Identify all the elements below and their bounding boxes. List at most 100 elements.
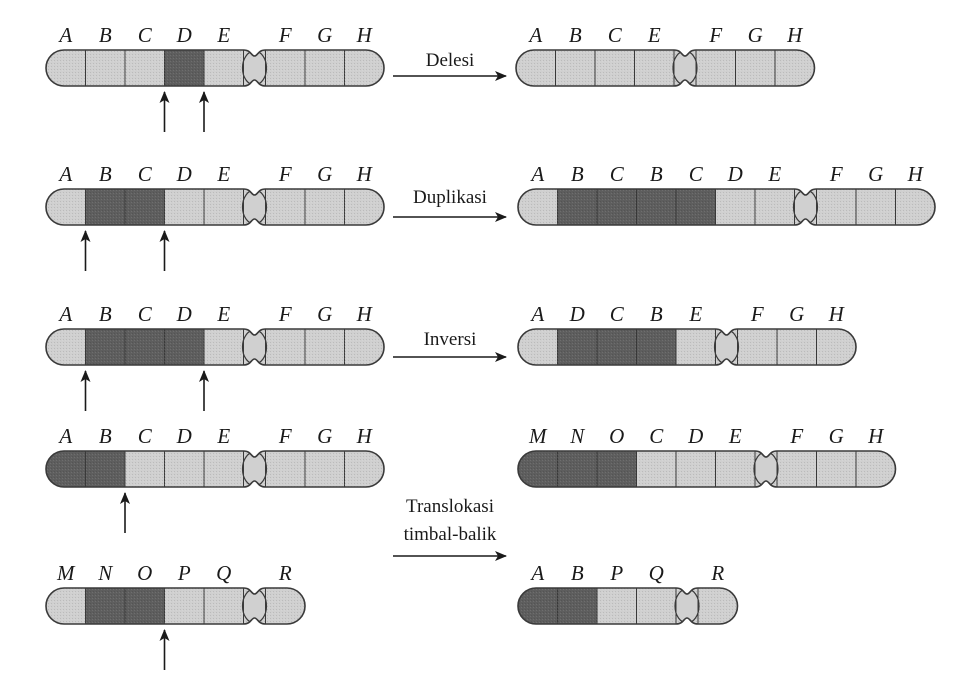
gene-label: B: [650, 162, 663, 186]
gene-label: Q: [649, 561, 664, 585]
gene-label: G: [829, 424, 844, 448]
gene-label: E: [216, 424, 230, 448]
gene-label: Q: [216, 561, 231, 585]
gene-label: F: [278, 23, 292, 47]
gene-label: B: [650, 302, 663, 326]
gene-label: E: [216, 302, 230, 326]
gene-label: H: [867, 424, 885, 448]
gene-label: F: [278, 424, 292, 448]
gene-label: A: [529, 561, 544, 585]
gene-label: D: [176, 23, 192, 47]
gene-label: F: [750, 302, 764, 326]
gene-label: B: [99, 23, 112, 47]
gene-label: C: [689, 162, 704, 186]
gene-label: B: [571, 162, 584, 186]
gene-label: E: [728, 424, 742, 448]
gene-label: B: [99, 424, 112, 448]
delesi-operation-label: Delesi: [426, 50, 475, 71]
gene-label: D: [176, 162, 192, 186]
gene-label: M: [528, 424, 548, 448]
gene-label: R: [710, 561, 724, 585]
gene-label: B: [99, 162, 112, 186]
gene-label: H: [356, 162, 374, 186]
gene-label: D: [687, 424, 703, 448]
gene-label: A: [529, 302, 544, 326]
gene-label: D: [569, 302, 585, 326]
translokasi-after-chromosome-outline: [517, 587, 739, 625]
gene-label: G: [789, 302, 804, 326]
translokasi-before-chromosome-outline: [45, 587, 306, 625]
gene-label: E: [647, 23, 661, 47]
inversi-before-chromosome-outline: [45, 328, 385, 366]
gene-label: H: [907, 162, 925, 186]
gene-label: N: [569, 424, 585, 448]
gene-label: C: [138, 302, 153, 326]
gene-label: G: [317, 424, 332, 448]
duplikasi-before-chromosome-outline: [45, 188, 385, 226]
gene-label: G: [748, 23, 763, 47]
gene-label: A: [527, 23, 542, 47]
inversi-operation-label: Inversi: [424, 329, 477, 350]
gene-label: M: [56, 561, 76, 585]
gene-label: A: [529, 162, 544, 186]
gene-label: C: [610, 162, 625, 186]
gene-label: A: [57, 162, 72, 186]
gene-label: A: [57, 424, 72, 448]
gene-label: C: [608, 23, 623, 47]
gene-label: D: [176, 302, 192, 326]
gene-label: G: [317, 23, 332, 47]
gene-label: H: [356, 302, 374, 326]
gene-label: P: [609, 561, 623, 585]
gene-label: F: [789, 424, 803, 448]
gene-label: H: [356, 424, 374, 448]
gene-label: A: [57, 302, 72, 326]
gene-label: A: [57, 23, 72, 47]
gene-label: R: [278, 561, 292, 585]
gene-label: D: [176, 424, 192, 448]
gene-label: F: [829, 162, 843, 186]
inversi-after-chromosome-outline: [517, 328, 857, 366]
gene-label: B: [569, 23, 582, 47]
gene-label: C: [138, 23, 153, 47]
gene-label: F: [708, 23, 722, 47]
gene-label: F: [278, 162, 292, 186]
gene-label: E: [216, 23, 230, 47]
gene-label: E: [216, 162, 230, 186]
gene-label: P: [177, 561, 191, 585]
gene-label: O: [137, 561, 152, 585]
gene-label: O: [609, 424, 624, 448]
gene-label: E: [688, 302, 702, 326]
translokasi-operation-label: Translokasi: [406, 496, 494, 517]
gene-label: G: [317, 302, 332, 326]
gene-label: C: [610, 302, 625, 326]
gene-label: D: [727, 162, 743, 186]
delesi-after-chromosome-outline: [515, 49, 816, 87]
delesi-before-chromosome-outline: [45, 49, 385, 87]
gene-label: C: [138, 424, 153, 448]
gene-label: G: [868, 162, 883, 186]
gene-label: C: [138, 162, 153, 186]
translokasi-before-chromosome-outline: [45, 450, 385, 488]
gene-label: H: [828, 302, 846, 326]
translokasi-after-chromosome-outline: [517, 450, 897, 488]
gene-label: H: [356, 23, 374, 47]
duplikasi-after-chromosome-outline: [517, 188, 936, 226]
gene-label: N: [97, 561, 113, 585]
duplikasi-operation-label: Duplikasi: [413, 187, 487, 208]
gene-label: H: [786, 23, 804, 47]
translokasi-operation-label: timbal-balik: [404, 524, 497, 545]
gene-label: F: [278, 302, 292, 326]
gene-label: C: [649, 424, 664, 448]
gene-label: E: [767, 162, 781, 186]
